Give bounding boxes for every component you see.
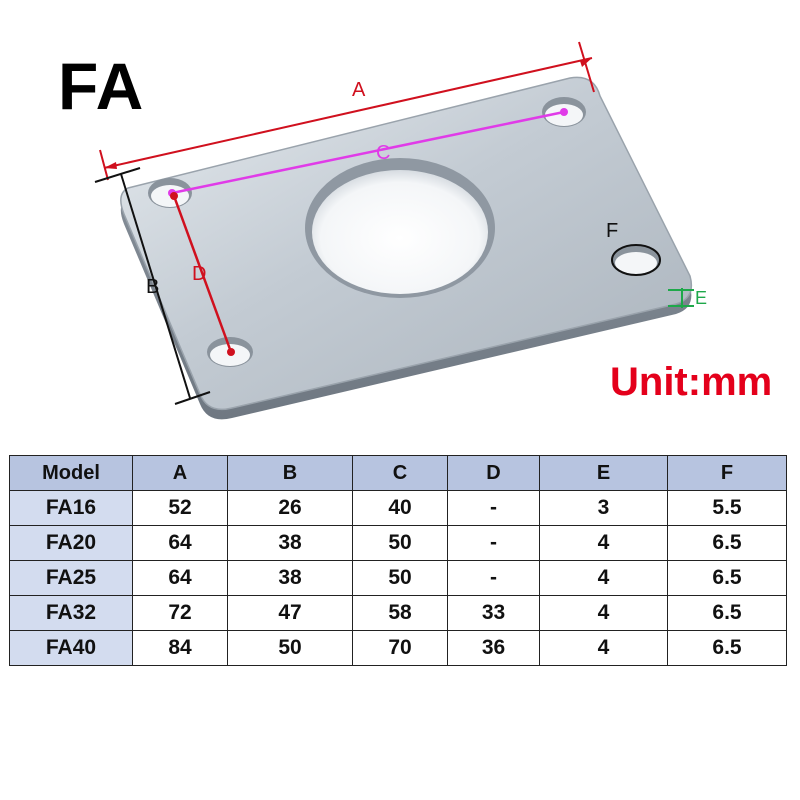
model-cell: FA20: [9, 525, 133, 561]
cell-d: -: [447, 525, 540, 561]
dimension-e-label: E: [695, 288, 707, 308]
dimension-b: [94, 167, 211, 405]
dimension-a-label: A: [352, 79, 366, 101]
dimension-c-endpoint-right: [560, 108, 568, 116]
cell-e: 4: [539, 560, 668, 596]
mounting-hole-bottom-right: [612, 245, 660, 275]
cell-d: 36: [447, 630, 540, 666]
cell-a: 52: [132, 490, 228, 526]
cell-a: 84: [132, 630, 228, 666]
cell-a: 72: [132, 595, 228, 631]
cell-e: 4: [539, 595, 668, 631]
cell-e: 4: [539, 525, 668, 561]
cell-a: 64: [132, 560, 228, 596]
header-b: B: [227, 455, 353, 491]
cell-b: 26: [227, 490, 353, 526]
header-e: E: [539, 455, 668, 491]
table-row: FA20 64 38 50 - 4 6.5: [9, 525, 787, 561]
table-row: FA16 52 26 40 - 3 5.5: [9, 490, 787, 526]
cell-f: 6.5: [667, 560, 787, 596]
cell-d: 33: [447, 595, 540, 631]
header-c: C: [352, 455, 448, 491]
table-row: FA40 84 50 70 36 4 6.5: [9, 630, 787, 666]
dimension-f-label: F: [606, 220, 618, 242]
dimension-b-label: B: [146, 276, 159, 298]
cell-a: 64: [132, 525, 228, 561]
spec-table: Model A B C D E F FA16 52 26 40 - 3 5.5 …: [9, 455, 787, 666]
cell-c: 50: [352, 560, 448, 596]
dimension-e: [668, 288, 694, 308]
header-model: Model: [9, 455, 133, 491]
dimension-c-label: C: [376, 142, 390, 164]
cell-b: 38: [227, 560, 353, 596]
cell-e: 3: [539, 490, 668, 526]
dimension-a: [99, 41, 595, 181]
cell-f: 6.5: [667, 525, 787, 561]
header-f: F: [667, 455, 787, 491]
dimension-f-marker: [611, 244, 661, 276]
cell-f: 5.5: [667, 490, 787, 526]
model-cell: FA25: [9, 560, 133, 596]
cell-b: 47: [227, 595, 353, 631]
cell-c: 40: [352, 490, 448, 526]
cell-d: -: [447, 560, 540, 596]
table-row: FA32 72 47 58 33 4 6.5: [9, 595, 787, 631]
unit-label: Unit:mm: [610, 360, 773, 404]
header-d: D: [447, 455, 540, 491]
dimension-d-endpoint-top: [170, 192, 178, 200]
flange-diagram: A B C D E F: [94, 41, 707, 420]
cell-e: 4: [539, 630, 668, 666]
cell-c: 50: [352, 525, 448, 561]
table-header-row: Model A B C D E F: [9, 455, 787, 491]
dimension-d-endpoint-bottom: [227, 348, 235, 356]
dimension-d: [172, 195, 233, 353]
model-cell: FA16: [9, 490, 133, 526]
mounting-plate: [120, 76, 693, 420]
table-row: FA25 64 38 50 - 4 6.5: [9, 560, 787, 596]
header-a: A: [132, 455, 228, 491]
cell-d: -: [447, 490, 540, 526]
cell-b: 50: [227, 630, 353, 666]
page-title: FA: [58, 49, 145, 123]
dimension-d-label: D: [192, 263, 206, 285]
cell-c: 58: [352, 595, 448, 631]
dimension-c: [171, 110, 565, 195]
model-cell: FA32: [9, 595, 133, 631]
cell-f: 6.5: [667, 630, 787, 666]
cell-b: 38: [227, 525, 353, 561]
cell-f: 6.5: [667, 595, 787, 631]
cell-c: 70: [352, 630, 448, 666]
model-cell: FA40: [9, 630, 133, 666]
